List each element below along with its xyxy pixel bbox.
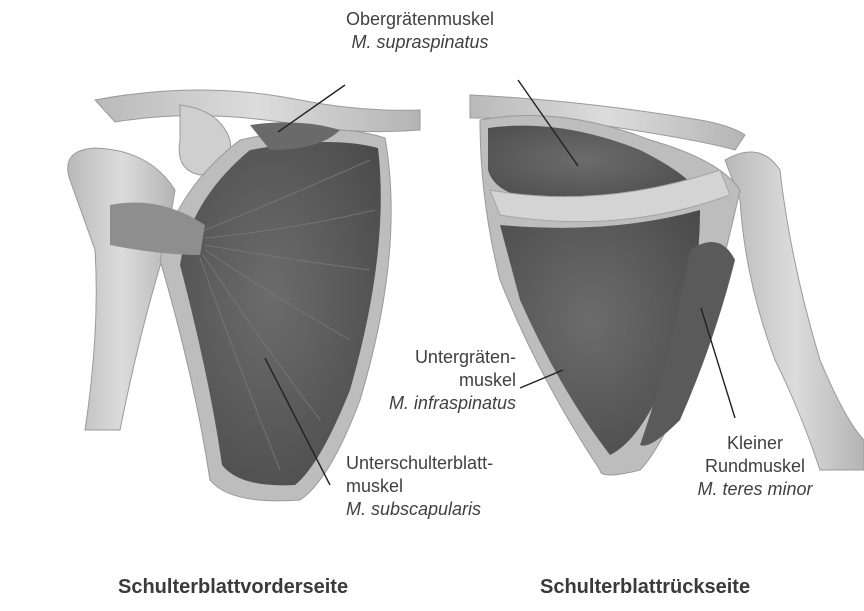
label-teres-minor: Kleiner Rundmuskel M. teres minor <box>680 432 830 501</box>
humerus-right <box>725 152 864 470</box>
scapula-front-figure <box>68 90 420 501</box>
label-teres-minor-name-2: Rundmuskel <box>680 455 830 478</box>
scapula-back-figure <box>470 95 864 475</box>
label-subscapularis-name-2: muskel <box>346 475 493 498</box>
label-supraspinatus-latin: M. supraspinatus <box>320 31 520 54</box>
label-subscapularis-latin: M. subscapularis <box>346 498 493 521</box>
caption-back: Schulterblattrückseite <box>540 576 750 599</box>
label-teres-minor-name-1: Kleiner <box>680 432 830 455</box>
caption-front: Schulterblattvorderseite <box>118 576 348 599</box>
label-infraspinatus-latin: M. infraspinatus <box>330 392 516 415</box>
label-supraspinatus: Obergrätenmuskel M. supraspinatus <box>320 8 520 54</box>
label-teres-minor-latin: M. teres minor <box>680 478 830 501</box>
label-infraspinatus-name-2: muskel <box>330 369 516 392</box>
label-subscapularis-name-1: Unterschulterblatt- <box>346 452 493 475</box>
label-infraspinatus: Untergräten- muskel M. infraspinatus <box>330 346 516 415</box>
label-subscapularis: Unterschulterblatt- muskel M. subscapula… <box>346 452 493 521</box>
leader-teres-minor <box>701 308 735 418</box>
label-supraspinatus-name: Obergrätenmuskel <box>320 8 520 31</box>
humerus-left <box>68 148 175 430</box>
label-infraspinatus-name-1: Untergräten- <box>330 346 516 369</box>
